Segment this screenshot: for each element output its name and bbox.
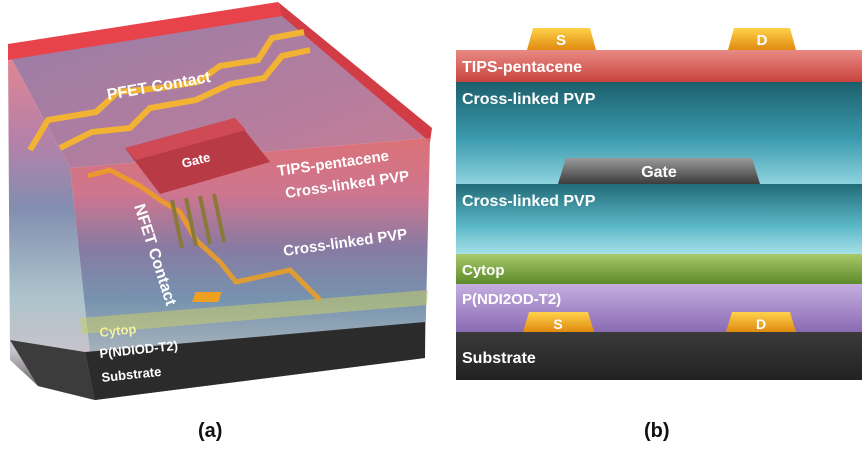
label-pvp-lower-b: Cross-linked PVP (462, 193, 596, 210)
layer-p-ndi2od (456, 284, 862, 332)
tips-rim-right (278, 2, 432, 142)
substrate-block (85, 322, 425, 400)
nfet-pad (192, 292, 222, 302)
gate-electrode (558, 158, 760, 184)
bottom-drain-electrode (726, 312, 796, 332)
layer-substrate (456, 332, 862, 380)
label-p-ndi2od-b: P(NDI2OD-T2) (462, 291, 561, 308)
gate-block (125, 118, 270, 194)
interdigitated-fingers (170, 193, 226, 249)
layer-cytop (456, 254, 862, 284)
caption-a: (a) (198, 420, 223, 442)
label-tips-pentacene-b: TIPS-pentacene (462, 59, 582, 76)
label-top-drain: D (757, 32, 768, 49)
tips-rim-top (8, 2, 282, 60)
layer-tips-pentacene (456, 50, 862, 82)
label-cytop-b: Cytop (462, 262, 505, 279)
pfet-trace (27, 29, 305, 152)
label-bottom-drain: D (756, 316, 766, 332)
label-substrate-b: Substrate (462, 350, 536, 367)
label-cytop-a: Cytop (99, 321, 137, 340)
label-pvp-upper-b: Cross-linked PVP (462, 91, 596, 108)
gate-block-top (125, 118, 246, 160)
top-drain-electrode (728, 28, 796, 50)
label-bottom-source: S (553, 316, 562, 332)
pfet-trace-2 (58, 47, 311, 151)
caption-b: (b) (644, 420, 670, 442)
label-gate-b: Gate (641, 164, 677, 181)
cytop-band (80, 290, 428, 334)
panel-b-cross-section: S D TIPS-pentacene Cross-linked PVP Gate… (456, 28, 862, 380)
layer-pvp-lower (456, 184, 862, 254)
substrate-left (10, 340, 95, 400)
bottom-source-electrode (523, 312, 594, 332)
block-left-face (8, 52, 95, 400)
label-substrate-a: Substrate (101, 364, 162, 385)
label-gate: Gate (180, 149, 212, 171)
label-top-source: S (556, 32, 566, 49)
panel-a-3d-device: PFET Contact Gate TIPS-pentacene Cross-l… (8, 2, 432, 400)
nfet-trace (87, 167, 322, 302)
top-source-electrode (527, 28, 596, 50)
